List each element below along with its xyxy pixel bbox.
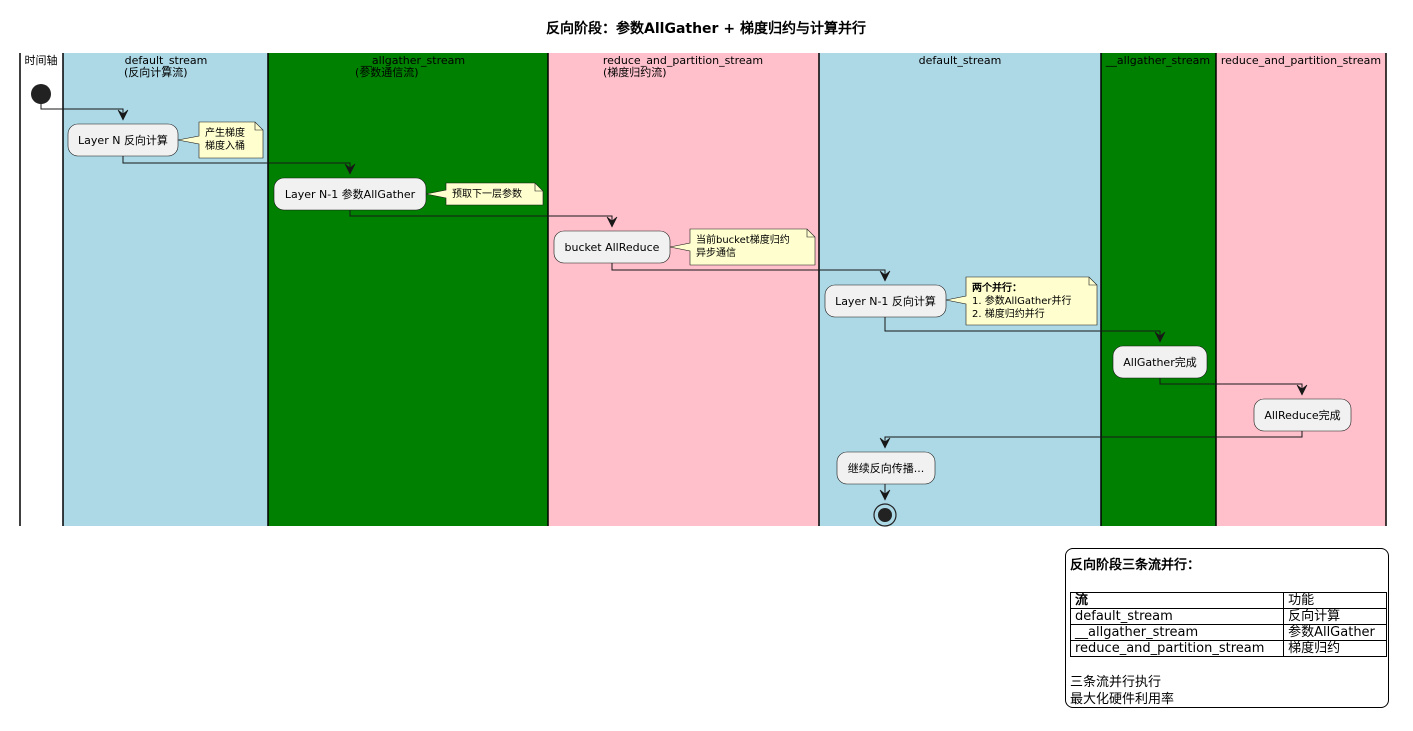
activity-label: 继续反向传播...: [848, 461, 925, 475]
lane-subtitle: (反向计算流): [124, 65, 188, 79]
note-box: [425, 182, 544, 206]
lane-title: __allgather_stream: [1105, 54, 1210, 67]
arrow-head: [879, 489, 891, 501]
note-box: [669, 228, 816, 266]
activity-label: bucket AllReduce: [565, 241, 660, 254]
legend-cell-function: 参数AllGather: [1283, 624, 1387, 641]
start-node: [31, 84, 51, 104]
note-line: 2. 梯度归约并行: [972, 307, 1045, 320]
end-node-inner: [878, 508, 892, 522]
activity-label: AllGather完成: [1123, 355, 1196, 369]
legend-cell-function: 梯度归约: [1283, 640, 1387, 657]
legend-header-function: 功能: [1283, 592, 1387, 609]
note-box: [945, 276, 1098, 326]
legend-header-stream: 流: [1069, 592, 1285, 609]
swimlane: [20, 53, 63, 526]
note-line: 1. 参数AllGather并行: [972, 294, 1072, 307]
legend-footer-line: 最大化硬件利用率: [1070, 692, 1175, 707]
arrow-head: [344, 163, 356, 175]
activity-label: Layer N-1 反向计算: [835, 294, 936, 308]
note-line: 当前bucket梯度归约: [696, 233, 790, 246]
note-line: 产生梯度: [205, 126, 245, 139]
activity-label: AllReduce完成: [1264, 408, 1340, 422]
legend-row: reduce_and_partition_stream 梯度归约: [1069, 640, 1387, 657]
lane-title: reduce_and_partition_stream: [603, 54, 763, 67]
note-line: 梯度入桶: [205, 139, 245, 152]
arrow-head: [879, 437, 891, 449]
legend-title: 反向阶段三条流并行：: [1070, 558, 1201, 573]
end-node: [873, 503, 897, 527]
legend-table: 流 功能 default_stream 反向计算 __allgather_str…: [1069, 592, 1387, 657]
legend-row: __allgather_stream 参数AllGather: [1069, 624, 1387, 641]
legend-cell-stream: reduce_and_partition_stream: [1069, 640, 1285, 657]
note-line: 异步通信: [696, 247, 736, 259]
note-box: [177, 121, 264, 159]
activity-box: [836, 451, 936, 485]
legend-footer: 三条流并行执行 最大化硬件利用率: [1070, 674, 1384, 708]
lane-title: __allgather_stream: [360, 54, 465, 67]
swimlane: [268, 53, 548, 526]
lane-subtitle: (参数通信流): [355, 65, 419, 79]
activity-box: [824, 284, 947, 318]
legend-header-row: 流 功能: [1069, 592, 1387, 609]
arrow-head: [606, 216, 618, 228]
legend-cell-stream: default_stream: [1069, 608, 1285, 625]
activity-box: [1112, 345, 1208, 379]
note-title: 两个并行：: [972, 281, 1022, 294]
lane-title: reduce_and_partition_stream: [1221, 54, 1381, 67]
lane-title: 时间轴: [25, 53, 58, 67]
note-line: 预取下一层参数: [452, 187, 522, 200]
legend-footer-line: 三条流并行执行: [1070, 675, 1162, 690]
activity-nodes: Layer N 反向计算 Layer N-1 参数AllGather bucket …: [31, 84, 1352, 527]
activity-label: Layer N 反向计算: [78, 133, 168, 147]
flow-arrows: [40, 104, 1308, 501]
lane-title: default_stream: [125, 54, 208, 67]
lane-title: default_stream: [919, 54, 1002, 67]
arrow-head: [879, 270, 891, 282]
note-fold: [534, 183, 543, 192]
lane-subtitle: (梯度归约流): [603, 65, 667, 79]
swimlane: [1101, 53, 1216, 526]
legend-box: 反向阶段三条流并行： 流 功能 default_stream 反向计算 __al…: [1065, 548, 1389, 708]
arrow-head: [117, 109, 129, 121]
note-fold: [254, 122, 263, 131]
legend-row: default_stream 反向计算: [1069, 608, 1387, 625]
diagram-title: 反向阶段：参数AllGather + 梯度归约与计算并行: [546, 20, 866, 37]
arrow-head: [1296, 384, 1308, 396]
activity-box: [1253, 398, 1352, 432]
note-fold: [806, 229, 815, 238]
legend-cell-stream: __allgather_stream: [1069, 624, 1285, 641]
legend-cell-function: 反向计算: [1283, 608, 1387, 625]
activity-label: Layer N-1 参数AllGather: [285, 187, 416, 201]
swimlane: [1216, 53, 1386, 526]
arrow-head: [1154, 331, 1166, 343]
note-fold: [1088, 277, 1097, 286]
swimlane: [548, 53, 819, 526]
